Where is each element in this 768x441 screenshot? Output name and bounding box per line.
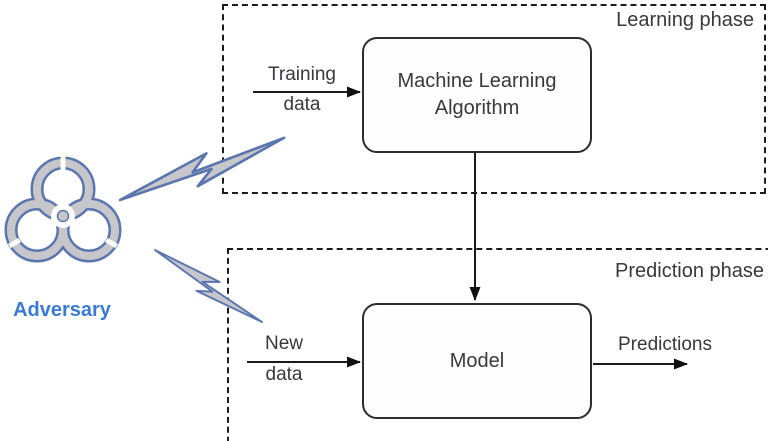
learning-phase-label: Learning phase xyxy=(616,9,754,31)
new-data-label-line2: data xyxy=(265,364,303,385)
ml-node-label-line2: Algorithm xyxy=(434,97,520,119)
training-data-label-line1: Training xyxy=(268,64,336,85)
ml-node-label-line1: Machine Learning xyxy=(397,70,557,92)
model-node-label: Model xyxy=(449,349,505,372)
model-node: Model xyxy=(362,303,592,419)
biohazard-icon xyxy=(4,155,122,263)
biohazard-rings xyxy=(4,155,122,263)
adversary-label: Adversary xyxy=(13,299,111,321)
predictions-label: Predictions xyxy=(618,334,712,355)
learning-phase-box xyxy=(222,4,766,194)
prediction-phase-label: Prediction phase xyxy=(615,260,764,282)
training-data-label-line2: data xyxy=(283,94,321,115)
new-data-label-line1: New xyxy=(264,333,303,354)
prediction-phase-box xyxy=(227,248,768,441)
machine-learning-algorithm-node: Machine Learning Algorithm xyxy=(362,37,592,153)
